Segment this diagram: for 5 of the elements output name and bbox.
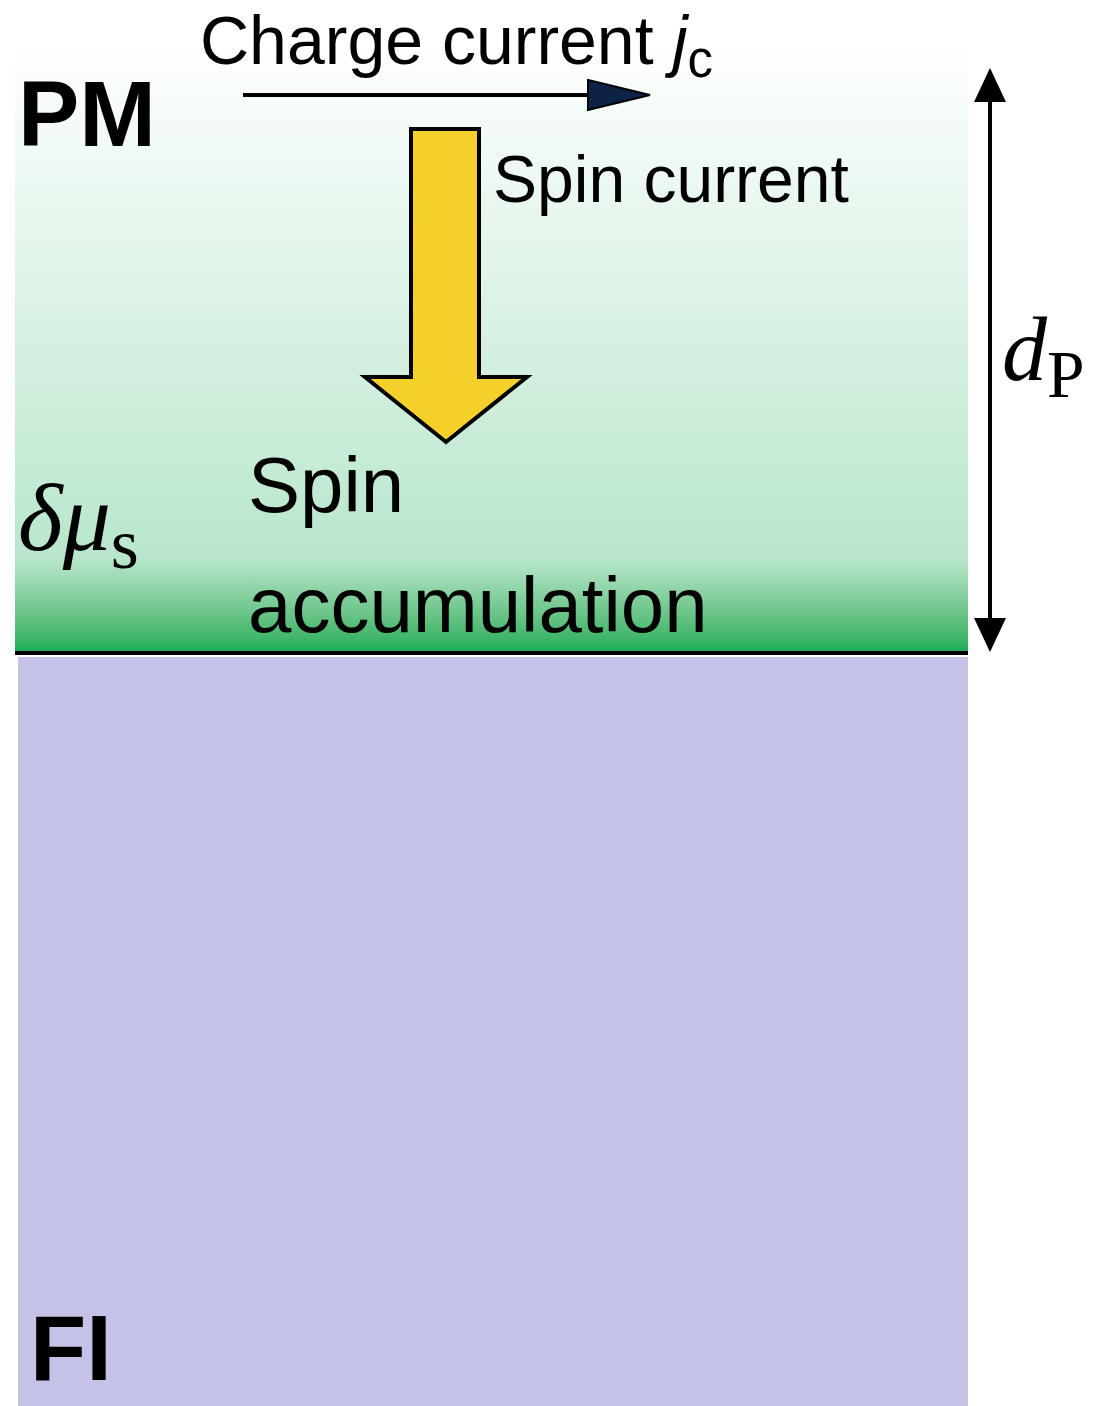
insulator-layer	[18, 657, 968, 1406]
symbol-label: d$_{P}$	[1002, 305, 1085, 395]
layer-label: PM	[18, 68, 156, 160]
accumulation-label: Spin accumulation	[248, 440, 709, 651]
layer-label: FI	[30, 1302, 112, 1394]
